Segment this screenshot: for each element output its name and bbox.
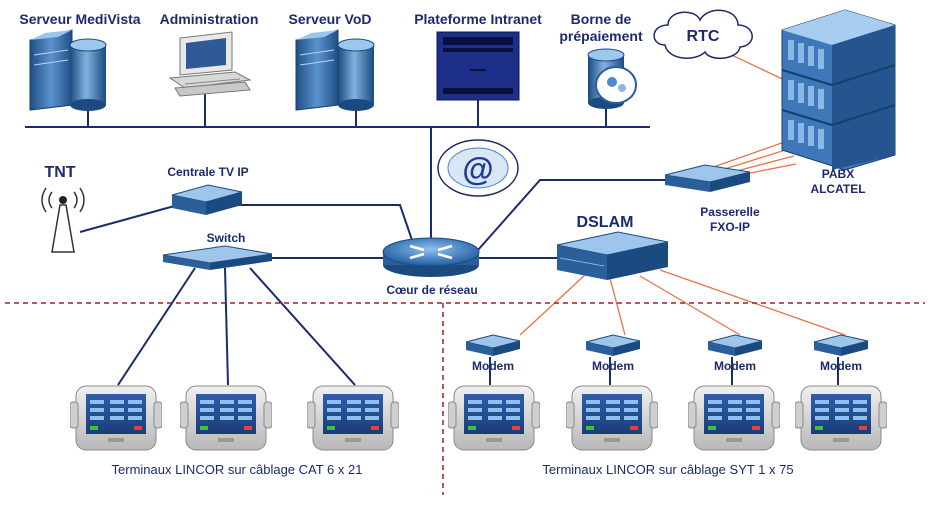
telephone-links — [519, 39, 846, 336]
lincor-terminal[interactable] — [448, 385, 540, 451]
core-router[interactable] — [382, 237, 480, 277]
coeur-label: Cœur de réseau — [386, 283, 477, 297]
zone-dividers — [5, 302, 925, 495]
centrale-tv-label: Centrale TV IP — [167, 165, 248, 179]
dslam[interactable] — [556, 231, 669, 280]
borne-label-line1: Borne de — [571, 11, 632, 27]
modem[interactable] — [813, 334, 869, 356]
passerelle-label-line2: FXO-IP — [710, 220, 750, 234]
lincor-terminal[interactable] — [70, 385, 162, 451]
borne-label-line2: prépaiement — [559, 28, 643, 44]
terminals-cat6 — [70, 385, 399, 451]
dslam-label: DSLAM — [577, 214, 634, 231]
internet-icon[interactable]: @ — [437, 139, 519, 197]
lincor-terminal[interactable] — [180, 385, 272, 451]
rtc-label: RTC — [687, 28, 720, 45]
at-symbol: @ — [462, 151, 493, 187]
modem[interactable] — [707, 334, 763, 356]
lincor-terminal[interactable] — [307, 385, 399, 451]
network-switch[interactable] — [162, 245, 273, 270]
modem-label: Modem — [592, 359, 634, 373]
administration-workstation[interactable] — [168, 31, 252, 97]
caption-cat6: Terminaux LINCOR sur câblage CAT 6 x 21 — [112, 462, 363, 477]
caption-syt: Terminaux LINCOR sur câblage SYT 1 x 75 — [542, 462, 793, 477]
intranet-platform[interactable] — [436, 31, 520, 101]
passerelle-label-line1: Passerelle — [700, 205, 760, 219]
medivista-label: Serveur MediVista — [19, 11, 140, 27]
rtc-cloud-icon — [653, 9, 753, 59]
pabx-label-line2: ALCATEL — [810, 182, 865, 196]
intranet-label: Plateforme Intranet — [414, 11, 542, 27]
modem[interactable] — [585, 334, 641, 356]
lincor-terminal[interactable] — [795, 385, 887, 451]
vod-label: Serveur VoD — [289, 11, 372, 27]
vod-server[interactable] — [295, 29, 375, 111]
switch-label: Switch — [207, 231, 246, 245]
pabx-label-line1: PABX — [822, 167, 854, 181]
modem-label: Modem — [820, 359, 862, 373]
administration-label: Administration — [160, 11, 259, 27]
fxo-ip-gateway[interactable] — [664, 164, 751, 192]
modem-label: Modem — [472, 359, 514, 373]
iptv-headend[interactable] — [171, 184, 243, 215]
lincor-terminal[interactable] — [688, 385, 780, 451]
tnt-label: TNT — [44, 164, 75, 181]
modem-label: Modem — [714, 359, 756, 373]
pabx-alcatel[interactable] — [781, 9, 896, 171]
prepayment-terminal[interactable] — [587, 48, 637, 109]
tnt-antenna-icon[interactable] — [41, 187, 85, 253]
terminals-syt — [448, 385, 887, 451]
medivista-server[interactable] — [29, 29, 107, 111]
lincor-terminal[interactable] — [566, 385, 658, 451]
modem[interactable] — [465, 334, 521, 356]
